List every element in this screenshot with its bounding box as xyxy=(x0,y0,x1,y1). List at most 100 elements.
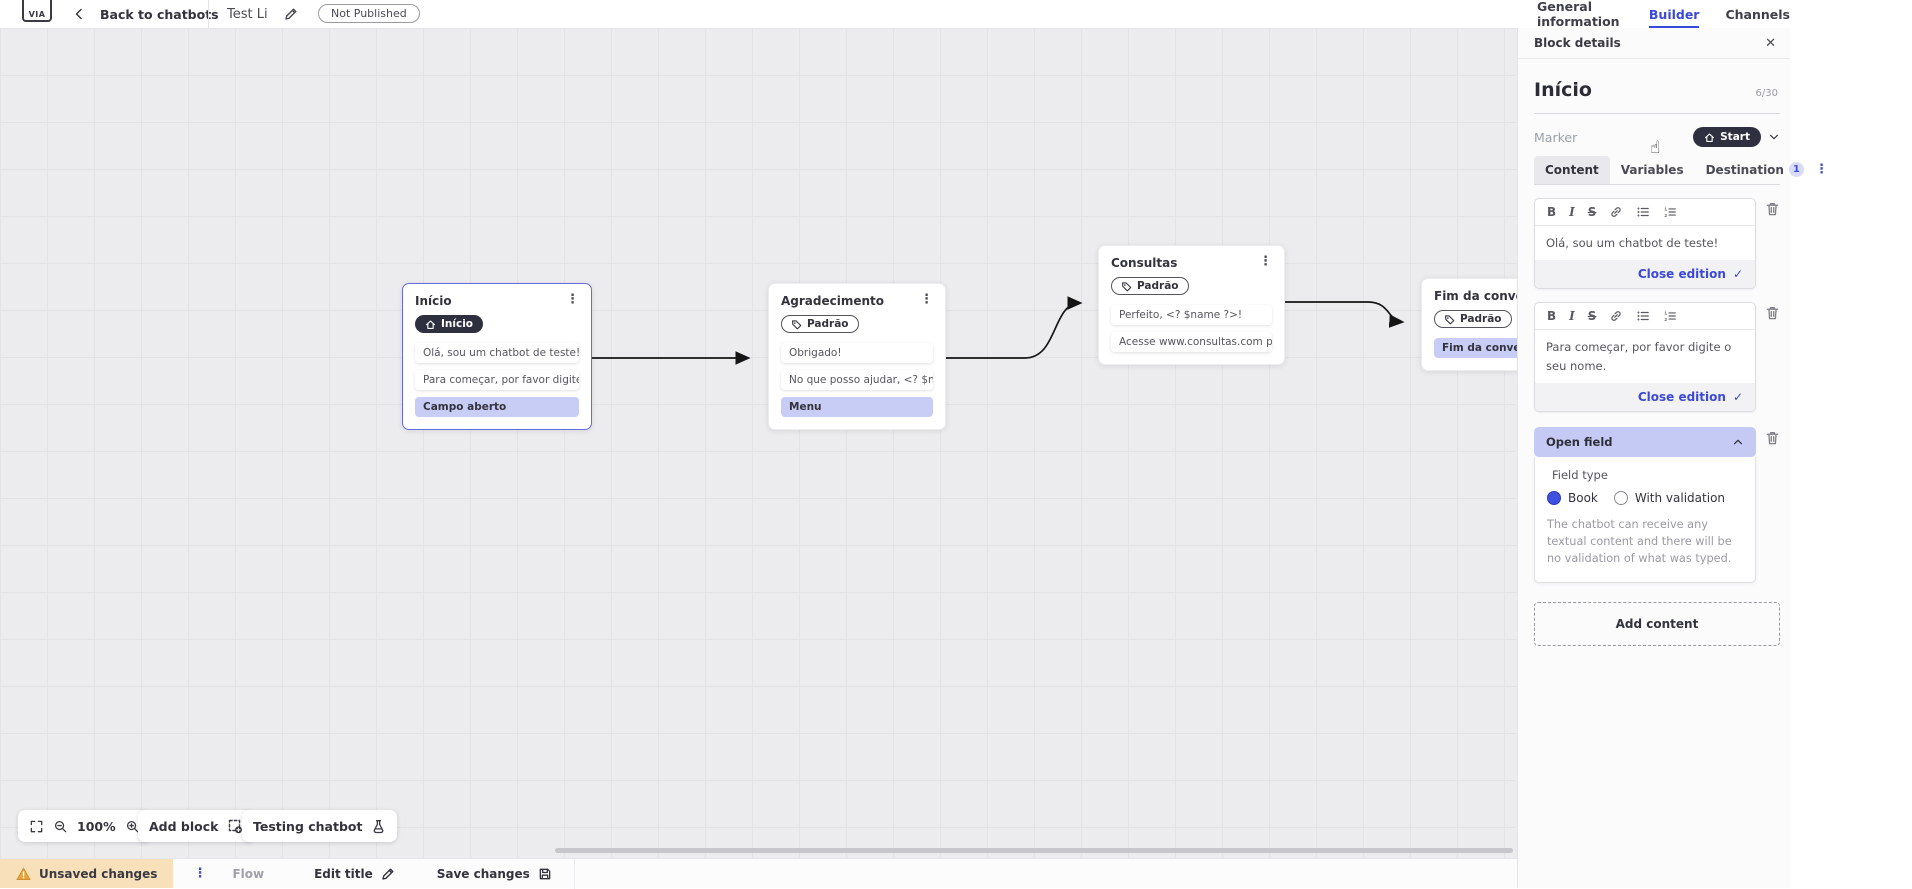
flow-node-agradecimento[interactable]: Agradecimento ⋮ Padrão Obrigado! No que … xyxy=(768,283,946,430)
svg-text:2: 2 xyxy=(1665,213,1668,219)
check-icon: ✓ xyxy=(1732,267,1743,282)
strikethrough-icon[interactable]: S xyxy=(1587,309,1597,324)
fullscreen-icon[interactable] xyxy=(29,819,44,834)
chevron-down-icon[interactable] xyxy=(1768,131,1780,143)
flow-node-inicio[interactable]: Início ⋮ Início Olá, sou um chatbot de t… xyxy=(402,283,592,430)
italic-icon[interactable]: I xyxy=(1569,205,1575,219)
zoom-out-icon[interactable] xyxy=(53,819,68,834)
panel-tabs: Content Variables Destination 1 ⋮ xyxy=(1534,155,1828,185)
node-content-item[interactable]: Perfeito, <? $name ?>! xyxy=(1111,304,1272,325)
top-bar: VIA Back to chatbots Test Li Not Publish… xyxy=(0,0,1790,29)
node-menu-icon[interactable]: ⋮ xyxy=(1259,254,1272,269)
tab-builder[interactable]: Builder xyxy=(1649,0,1700,28)
trash-icon[interactable] xyxy=(1765,305,1780,321)
marker-label: Marker xyxy=(1534,129,1578,145)
flow-mode-label[interactable]: Flow xyxy=(232,866,265,881)
node-menu-icon[interactable]: ⋮ xyxy=(566,292,579,307)
node-marker-start: Início xyxy=(415,315,484,334)
italic-icon[interactable]: I xyxy=(1569,309,1575,324)
chevron-up-icon xyxy=(1732,436,1744,448)
unsaved-changes-status: Unsaved changes xyxy=(0,859,174,888)
message-text[interactable]: Para começar, por favor digite o seu nom… xyxy=(1546,340,1732,373)
bullet-list-icon[interactable] xyxy=(1636,205,1650,219)
svg-text:2: 2 xyxy=(1665,317,1668,323)
flow-connectors xyxy=(592,296,1405,365)
node-marker-default: Padrão xyxy=(1434,310,1512,329)
back-to-chatbots-button[interactable]: Back to chatbots xyxy=(72,0,219,28)
add-block-label: Add block xyxy=(149,818,219,834)
add-block-icon xyxy=(227,818,243,834)
message-text[interactable]: Olá, sou um chatbot de teste! xyxy=(1546,236,1719,250)
node-content-item[interactable]: Obrigado! xyxy=(781,342,933,363)
open-field-section: Open field Field type Book Wi xyxy=(1534,427,1756,583)
node-content-item[interactable]: No que posso ajudar, <? $name ... xyxy=(781,369,933,390)
node-content-item[interactable]: Acesse www.consultas.com par... xyxy=(1111,331,1272,352)
close-edition-button[interactable]: Close edition ✓ xyxy=(1535,260,1755,289)
bullet-list-icon[interactable] xyxy=(1636,309,1650,323)
node-content-item[interactable]: Para começar, por favor digite o ... xyxy=(415,369,579,390)
tag-icon xyxy=(791,319,802,330)
node-open-field-item[interactable]: Campo aberto xyxy=(415,396,579,417)
panel-tabs-menu-icon[interactable]: ⋮ xyxy=(1814,161,1828,177)
radio-selected-icon xyxy=(1547,491,1561,506)
node-end-item[interactable]: Fim da conversa xyxy=(1434,337,1517,358)
node-content-item[interactable]: Olá, sou um chatbot de teste! xyxy=(415,342,579,363)
edit-title-pencil-icon[interactable] xyxy=(284,7,298,21)
marker-start-dropdown[interactable]: Start xyxy=(1693,127,1761,147)
link-icon[interactable] xyxy=(1609,309,1623,323)
add-content-button[interactable]: Add content xyxy=(1534,601,1780,646)
bold-icon[interactable]: B xyxy=(1547,205,1557,219)
node-menu-icon[interactable]: ⋮ xyxy=(920,292,933,307)
tab-channels[interactable]: Channels xyxy=(1725,6,1790,22)
node-title: Fim da conversa xyxy=(1434,289,1517,303)
footer-menu-icon[interactable]: ⋮ xyxy=(193,865,207,881)
home-icon xyxy=(1704,132,1715,143)
zoom-in-icon[interactable] xyxy=(125,819,140,834)
edit-title-button[interactable]: Edit title xyxy=(314,867,395,881)
block-name-input[interactable]: Início xyxy=(1534,79,1592,101)
trash-icon[interactable] xyxy=(1765,201,1780,217)
close-edition-button[interactable]: Close edition ✓ xyxy=(1535,383,1755,412)
bold-icon[interactable]: B xyxy=(1547,309,1557,324)
field-type-helper-text: The chatbot can receive any textual cont… xyxy=(1547,518,1732,566)
tab-content[interactable]: Content xyxy=(1534,155,1610,184)
testing-chatbot-label: Testing chatbot xyxy=(253,818,363,834)
divider xyxy=(573,858,575,889)
trash-icon[interactable] xyxy=(1765,430,1780,446)
save-icon xyxy=(538,867,552,881)
radio-unselected-icon xyxy=(1613,491,1628,506)
flask-icon xyxy=(371,819,386,834)
tab-variables[interactable]: Variables xyxy=(1620,162,1684,177)
flow-node-fim-da-conversa[interactable]: Fim da conversa Padrão Fim da conversa xyxy=(1421,278,1517,371)
node-title: Início xyxy=(415,294,452,308)
node-title: Agradecimento xyxy=(781,294,885,308)
save-changes-button[interactable]: Save changes xyxy=(437,867,552,881)
flow-canvas[interactable]: Início ⋮ Início Olá, sou um chatbot de t… xyxy=(0,28,1517,858)
chevron-left-icon xyxy=(72,7,86,21)
zoom-controls: 100% xyxy=(18,810,151,842)
tab-destination[interactable]: Destination 1 xyxy=(1695,155,1815,184)
check-icon: ✓ xyxy=(1732,390,1743,405)
strikethrough-icon[interactable]: S xyxy=(1587,205,1597,219)
node-marker-default: Padrão xyxy=(781,315,859,334)
add-block-button[interactable]: Add block xyxy=(138,810,255,842)
char-counter: 6/30 xyxy=(1755,88,1778,99)
flow-node-consultas[interactable]: Consultas ⋮ Padrão Perfeito, <? $name ?>… xyxy=(1098,245,1285,365)
field-type-label: Field type xyxy=(1552,468,1608,483)
tag-icon xyxy=(1444,314,1455,325)
radio-book[interactable]: Book xyxy=(1547,491,1598,506)
testing-chatbot-button[interactable]: Testing chatbot xyxy=(242,810,398,842)
close-icon[interactable]: ✕ xyxy=(1765,35,1776,51)
horizontal-scrollbar[interactable] xyxy=(555,848,1513,853)
tab-general-information[interactable]: General information xyxy=(1537,0,1620,29)
open-field-header[interactable]: Open field xyxy=(1534,427,1756,458)
bottom-bar: Unsaved changes ⋮ Flow Edit title Save c… xyxy=(0,858,1517,889)
node-menu-item[interactable]: Menu xyxy=(781,396,933,417)
radio-with-validation[interactable]: With validation xyxy=(1613,491,1725,506)
panel-title: Block details xyxy=(1534,36,1621,50)
link-icon[interactable] xyxy=(1609,205,1623,219)
